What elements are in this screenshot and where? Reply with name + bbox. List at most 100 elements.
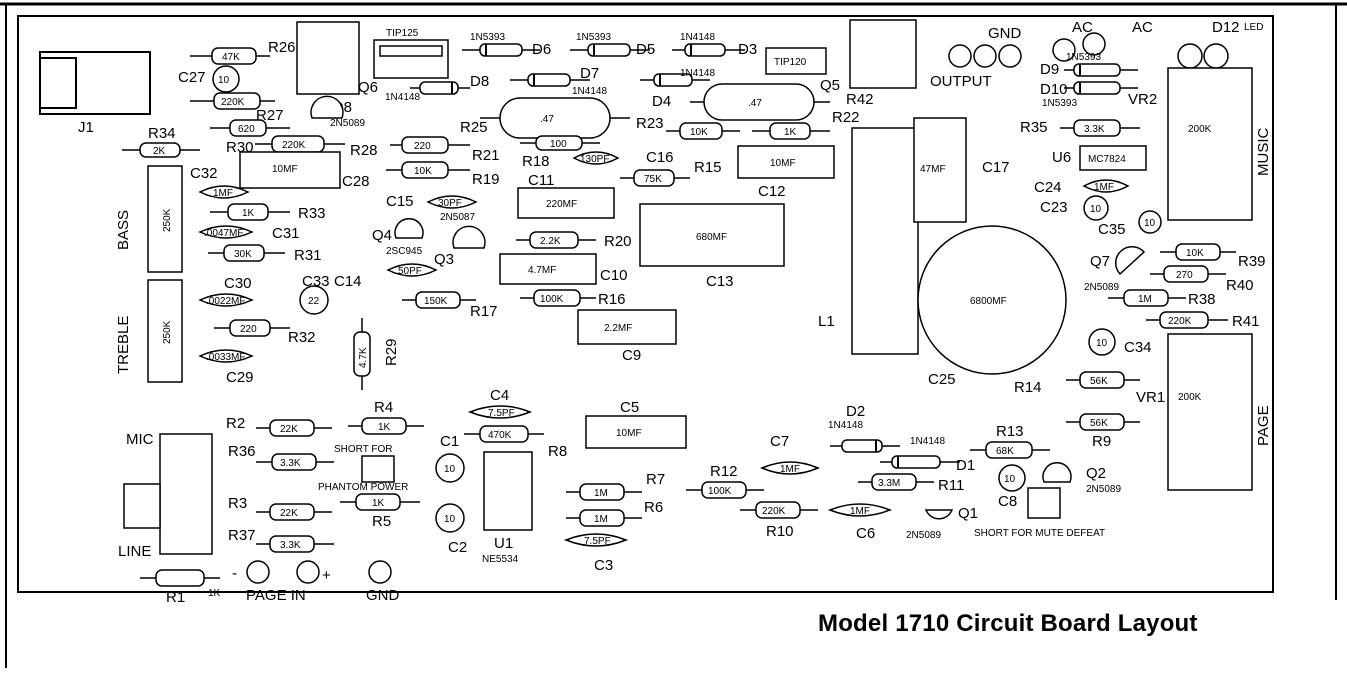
r37-resistor: 3.3K — [256, 535, 334, 553]
phantom-power-jumper — [361, 455, 395, 483]
u6-label: U6 — [1052, 149, 1071, 166]
r5-resistor: 1K — [340, 493, 420, 511]
q8-heatsink — [296, 21, 360, 95]
r27-label: R27 — [256, 107, 284, 124]
r29-label: R29 — [383, 338, 400, 366]
q7-transistor — [1114, 245, 1146, 276]
r20-value: 2.2K — [540, 236, 561, 247]
r31-value: 30K — [234, 249, 252, 260]
r13-resistor: 68K — [970, 441, 1050, 459]
q8-part: 2N5089 — [330, 118, 365, 129]
c23-capacitor — [1083, 195, 1109, 221]
r40-resistor: 270 — [1150, 265, 1226, 283]
c4-capacitor — [467, 405, 533, 419]
r8-value: 470K — [488, 430, 512, 441]
r30-resistor: 620 — [210, 119, 290, 137]
r25-value: .47 — [540, 114, 554, 125]
c11-label: C11 — [528, 172, 554, 189]
c17-value: 47MF — [920, 164, 946, 175]
j1-barrel — [39, 57, 77, 109]
r18-value: 100 — [550, 139, 567, 150]
d6-label: D6 — [532, 41, 551, 58]
r26-resistor: 47K — [190, 47, 270, 65]
c24-value: 1MF — [1094, 182, 1114, 193]
r10-value: 220K — [762, 506, 786, 517]
d3-value: 1N4148 — [680, 32, 715, 43]
ac-pad-1 — [1052, 38, 1076, 62]
d7-label: D7 — [580, 65, 599, 82]
d9-label: D9 — [1040, 61, 1059, 78]
r39-value: 10K — [1186, 248, 1204, 259]
r33-label: R33 — [298, 205, 326, 222]
r41-label: R41 — [1232, 313, 1260, 330]
music-label: MUSIC — [1255, 128, 1272, 177]
c1-label: C1 — [440, 433, 459, 450]
r15-value: 75K — [644, 174, 662, 185]
bass-value: 250K — [162, 208, 173, 232]
gnd-pad-bottom — [368, 560, 392, 584]
r37-label: R37 — [228, 527, 256, 544]
d8-value: 1N4148 — [385, 92, 420, 103]
d9-value: 1N5393 — [1066, 52, 1101, 63]
gnd-pad-2 — [998, 44, 1022, 68]
r16-value: 100K — [540, 294, 564, 305]
q4-transistor — [452, 225, 486, 249]
r30-value: 620 — [238, 124, 255, 135]
tip125-label: TIP125 — [386, 28, 419, 39]
c15-capacitor — [426, 195, 478, 209]
c14-label: C14 — [334, 273, 362, 290]
r1-resistor — [140, 569, 220, 587]
d10-value: 1N5393 — [1042, 98, 1077, 109]
r36-value: 3.3K — [280, 458, 301, 469]
r14-label: R14 — [1014, 379, 1042, 396]
r9-resistor: 56K — [1066, 413, 1140, 431]
r18-label: R18 — [522, 153, 550, 170]
r22-resistor: 1K — [752, 122, 830, 140]
r21-label: R21 — [472, 147, 500, 164]
q1-transistor — [924, 509, 954, 520]
l1-label: L1 — [818, 313, 835, 330]
c24-capacitor — [1082, 179, 1130, 193]
c15-label: C15 — [386, 193, 414, 210]
r7-value: 1M — [594, 488, 608, 499]
vr2-label: VR2 — [1128, 91, 1157, 108]
d5-label: D5 — [636, 41, 655, 58]
c13-value: 680MF — [696, 232, 727, 243]
r3-resistor: 22K — [256, 503, 332, 521]
r7-label: R7 — [646, 471, 665, 488]
c9-label: C9 — [622, 347, 641, 364]
r31-label: R31 — [294, 247, 322, 264]
c27-value: 10 — [218, 75, 230, 86]
c14-capacitor — [386, 263, 438, 277]
r2-value: 22K — [280, 424, 298, 435]
r34-value: 2K — [153, 146, 166, 157]
mute-defeat-jumper — [1027, 487, 1061, 519]
d6-diode — [462, 43, 540, 57]
c28-value: 10MF — [272, 164, 298, 175]
page-potentiometer — [1167, 333, 1253, 491]
q1-label: Q1 — [958, 505, 978, 522]
r20-resistor: 2.2K — [516, 231, 596, 249]
c3-capacitor — [563, 533, 629, 547]
q2-label: Q2 — [1086, 465, 1106, 482]
r12-resistor: 100K — [686, 481, 764, 499]
c6-label: C6 — [856, 525, 875, 542]
page-in-label: PAGE IN — [246, 587, 306, 604]
vr1-label: VR1 — [1136, 389, 1165, 406]
r38-resistor: 1M — [1108, 289, 1186, 307]
r29-resistor: 4.7K — [353, 318, 371, 390]
d8-label: D8 — [470, 73, 489, 90]
c2-capacitor — [435, 503, 465, 533]
r35-value: 3.3K — [1084, 124, 1105, 135]
r28-label: R28 — [350, 142, 378, 159]
r33-resistor: 1K — [210, 203, 290, 221]
r4-value: 1K — [378, 422, 391, 433]
output-block — [849, 19, 917, 89]
r1-label: R1 — [166, 589, 185, 606]
tip120-transistor — [765, 47, 827, 75]
r10-resistor: 220K — [740, 501, 818, 519]
c10-capacitor — [499, 253, 597, 285]
c32-value: 1MF — [213, 188, 233, 199]
q4-label: Q4 — [372, 227, 392, 244]
